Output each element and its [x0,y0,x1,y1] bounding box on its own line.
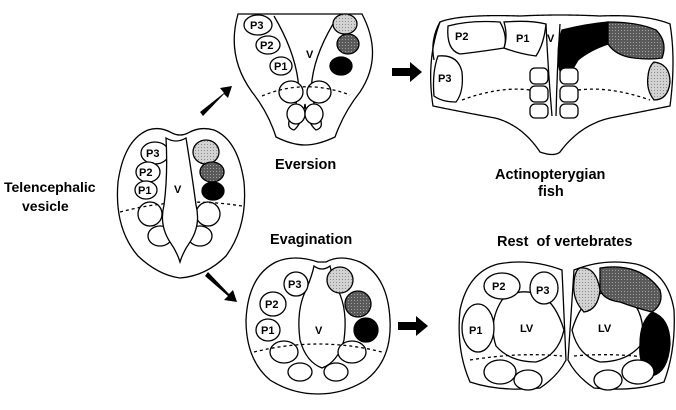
evag-label-p3: P3 [288,279,301,291]
caption-rest-of-vertebrates: Rest of vertebrates [497,234,632,250]
eversion-right-dark [337,34,359,54]
evag-right-light [327,267,353,293]
eversion-right-light [333,14,357,34]
rest-label-p2: P2 [492,281,505,293]
evag-right-dark [345,291,371,317]
rest-label-lv-right: LV [598,323,612,335]
act-label-p1: P1 [516,33,529,45]
act-light-oval [648,62,670,100]
act-label-v: V [547,33,555,45]
act-label-p2: P2 [455,31,468,43]
vesicle-label-p3: P3 [146,148,159,160]
vesicle-right-dark [200,162,224,182]
evag-label-v: V [315,325,323,337]
rest-label-p3: P3 [536,285,549,297]
eversion-label-v: V [306,49,314,61]
arrow-to-evagination [205,272,237,302]
caption-actinopterygian-line2: fish [538,184,564,200]
act-label-p3: P3 [438,73,451,85]
eversion-label-p2: P2 [260,40,273,52]
rest-label-p1: P1 [469,325,482,337]
eversion-figure [234,14,372,145]
rest-label-lv-left: LV [520,323,534,335]
telencephalic-vesicle-figure [117,129,244,278]
act-dark-band [608,22,664,59]
caption-evagination: Evagination [270,232,352,248]
evag-right-black [354,318,378,342]
eversion-label-p1: P1 [274,61,287,73]
vesicle-right-light [193,140,219,164]
vesicle-label-p2: P2 [139,167,152,179]
vesicle-label-v: V [174,184,182,196]
eversion-right-black [330,57,352,75]
evag-label-p2: P2 [265,299,278,311]
eversion-label-p3: P3 [250,20,263,32]
arrow-to-eversion [200,86,232,116]
arrow-to-actinopterygian [392,62,422,82]
vesicle-right-black [202,182,224,200]
caption-eversion: Eversion [275,157,336,173]
evag-label-p1: P1 [261,325,274,337]
caption-telencephalic-line1: Telencephalic [4,179,96,195]
caption-telencephalic-line2: vesicle [22,198,69,214]
vesicle-label-p1: P1 [138,185,151,197]
caption-actinopterygian-line1: Actinopterygian [495,167,605,183]
arrow-to-rest [398,316,428,336]
